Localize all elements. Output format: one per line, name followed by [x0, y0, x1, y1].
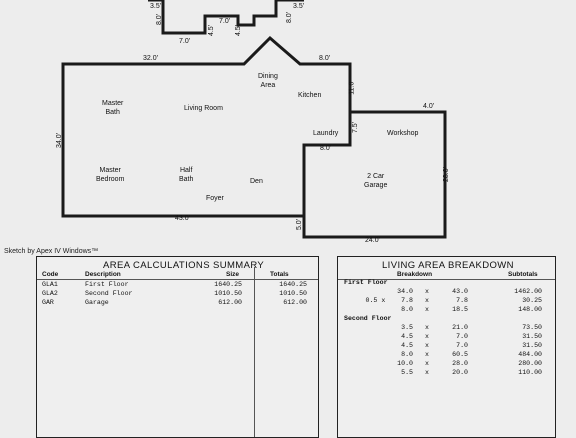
dim-step-4b: 4.5' [235, 24, 243, 37]
summary-col-divider [254, 267, 255, 437]
breakdown-dim-a: 3.5 [401, 324, 413, 331]
header-description: Description [85, 271, 121, 278]
summary-row-desc: Second Floor [85, 290, 133, 297]
dim-bottom-notch: 5.0' [296, 218, 304, 231]
breakdown-dim-a: 4.5 [401, 342, 413, 349]
second-floor-label: Second Floor [344, 315, 392, 322]
floor-plan-sketch [61, 0, 447, 239]
dim-top: 32.0' [143, 55, 158, 62]
summary-row-total: 1640.25 [279, 281, 307, 288]
breakdown-x: x [425, 333, 429, 340]
dim-top-right: 8.0' [319, 55, 331, 62]
room-laundry: Laundry [313, 130, 339, 137]
header-code: Code [42, 271, 59, 278]
breakdown-x: x [425, 369, 429, 376]
room-workshop: Workshop [387, 130, 419, 137]
breakdown-x: x [425, 288, 429, 295]
dim-bottom: 43.0' [175, 215, 190, 222]
summary-header-rule [37, 279, 318, 280]
breakdown-x: x [425, 342, 429, 349]
upper-floor-outline [148, 0, 304, 35]
header-totals: Totals [270, 271, 289, 278]
living-breakdown-title: LIVING AREA BREAKDOWN [382, 260, 514, 271]
breakdown-dim-b: 7.0 [456, 342, 468, 349]
breakdown-dim-b: 20.0 [452, 369, 468, 376]
dim-garage-right: 28.0' [442, 167, 450, 182]
sketch-credit: Sketch by Apex IV Windows™ [4, 248, 99, 255]
breakdown-dim-a: 8.0 [401, 306, 413, 313]
dim-top-left-b: 8.0' [156, 13, 164, 26]
breakdown-dim-b: 7.0 [456, 333, 468, 340]
breakdown-dim-a: 8.0 [401, 351, 413, 358]
room-foyer: Foyer [206, 195, 224, 202]
dim-step-7a: 7.0' [179, 38, 191, 45]
room-living: Living Room [184, 105, 223, 112]
room-kitchen: Kitchen [298, 92, 322, 99]
breakdown-subtotal: 30.25 [522, 297, 542, 304]
summary-row-total: 1010.50 [279, 290, 307, 297]
breakdown-dim-a: 0.5 x 7.8 [365, 297, 413, 304]
breakdown-subtotal: 1462.00 [514, 288, 542, 295]
area-summary-title: AREA CALCULATIONS SUMMARY [103, 260, 265, 271]
summary-row-size: 1010.50 [214, 290, 242, 297]
breakdown-dim-a: 10.0 [397, 360, 413, 367]
dim-step-4a: 4.5' [208, 24, 216, 37]
summary-row-code: GAR [42, 299, 54, 306]
breakdown-dim-b: 60.5 [452, 351, 468, 358]
breakdown-dim-b: 7.8 [456, 297, 468, 304]
summary-row-code: GLA1 [42, 281, 58, 288]
garage-wall [302, 112, 352, 216]
header-subtotals: Subtotals [508, 271, 538, 278]
area-summary-panel: AREA CALCULATIONS SUMMARY Code Descripti… [36, 256, 319, 438]
breakdown-x: x [425, 351, 429, 358]
breakdown-x: x [425, 360, 429, 367]
breakdown-subtotal: 110.00 [518, 369, 542, 376]
breakdown-subtotal: 31.50 [522, 342, 542, 349]
dim-right-a: 11.0' [348, 80, 356, 95]
dim-top-right-b: 8.0' [286, 11, 294, 24]
breakdown-dim-a: 4.5 [401, 333, 413, 340]
breakdown-header-rule [338, 279, 555, 280]
summary-row-size: 612.00 [218, 299, 242, 306]
first-floor-outline [61, 35, 447, 239]
dim-top-left-a: 3.5' [150, 3, 162, 10]
breakdown-subtotal: 148.00 [518, 306, 542, 313]
breakdown-dim-a: 5.5 [401, 369, 413, 376]
room-den: Den [250, 178, 263, 185]
summary-row-code: GLA2 [42, 290, 58, 297]
breakdown-x: x [425, 324, 429, 331]
summary-row-size: 1640.25 [214, 281, 242, 288]
breakdown-dim-b: 28.0 [452, 360, 468, 367]
breakdown-dim-b: 43.0 [452, 288, 468, 295]
dim-laundry: 7.5' [352, 121, 360, 134]
dim-mid-right: 4.0' [423, 103, 435, 110]
breakdown-x: x [425, 297, 429, 304]
dim-top-right-a: 3.5' [293, 3, 305, 10]
dim-left: 34.0' [55, 133, 63, 148]
breakdown-subtotal: 73.50 [522, 324, 542, 331]
breakdown-dim-b: 18.5 [452, 306, 468, 313]
dim-notch: 8.0' [320, 145, 332, 152]
breakdown-dim-a: 34.0 [397, 288, 413, 295]
summary-row-total: 612.00 [283, 299, 307, 306]
breakdown-subtotal: 484.00 [518, 351, 542, 358]
living-breakdown-panel: LIVING AREA BREAKDOWN Breakdown Subtotal… [337, 256, 556, 438]
breakdown-x: x [425, 306, 429, 313]
header-size: Size [226, 271, 240, 278]
breakdown-subtotal: 31.50 [522, 333, 542, 340]
summary-row-desc: First Floor [85, 281, 129, 288]
breakdown-dim-b: 21.0 [452, 324, 468, 331]
summary-row-desc: Garage [85, 299, 109, 306]
breakdown-subtotal: 280.00 [518, 360, 542, 367]
dim-garage-bottom: 24.0' [365, 237, 380, 244]
header-breakdown: Breakdown [397, 271, 433, 278]
dim-step-7b: 7.0' [219, 18, 231, 25]
first-floor-label: First Floor [344, 279, 388, 286]
